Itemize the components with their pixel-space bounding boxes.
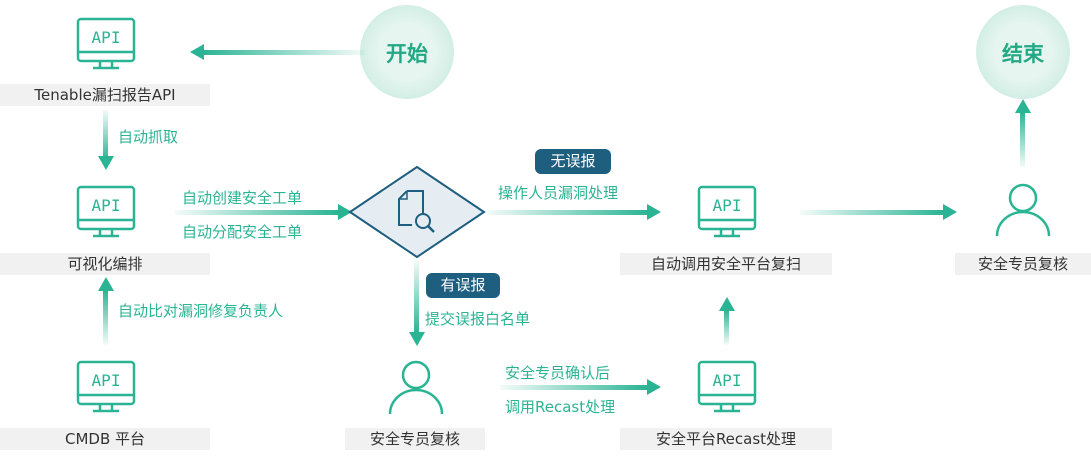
edge-match-owner: 自动比对漏洞修复负责人 (118, 302, 284, 320)
api-icon-text: API (92, 196, 121, 215)
api-monitor-icon: API (76, 185, 136, 238)
api-icon-text: API (713, 371, 742, 390)
review-decision-diamond (348, 165, 486, 259)
api-icon-text: API (713, 196, 742, 215)
start-node: 开始 (386, 42, 428, 66)
edge-create-ticket: 自动创建安全工单 (182, 189, 303, 207)
edge-operator-fix: 操作人员漏洞处理 (498, 184, 619, 202)
cmdb-label: CMDB 平台 (0, 428, 210, 450)
api-monitor-icon: API (697, 185, 757, 238)
person-icon (388, 183, 1051, 415)
api-monitor-icon: API (76, 17, 136, 70)
api-monitor-icon: API (76, 360, 136, 413)
edge-fetch: 自动抓取 (118, 128, 179, 146)
end-circle (976, 5, 1070, 99)
recast-label: 安全平台Recast处理 (620, 428, 832, 450)
edge-whitelist: 提交误报白名单 (425, 310, 531, 328)
api-monitor-icon: API (697, 360, 757, 413)
api-icon-text: API (92, 371, 121, 390)
edge-call-recast: 调用Recast处理 (505, 398, 616, 416)
api-monitor-icons: API API API API API (76, 17, 757, 413)
no-false-positive-badge: 无误报 (535, 149, 611, 174)
reviewer-bottom-label: 安全专员复核 (345, 428, 485, 450)
api-icon-text: API (92, 28, 121, 47)
orchestration-label: 可视化编排 (0, 253, 210, 275)
start-circle (360, 5, 454, 99)
auto-rescan-label: 自动调用安全平台复扫 (620, 253, 832, 275)
end-node: 结束 (1002, 42, 1044, 66)
tenable-label: Tenable漏扫报告API (0, 84, 210, 106)
reviewer-right-label: 安全专员复核 (955, 253, 1091, 275)
edge-confirm: 安全专员确认后 (505, 364, 611, 382)
edge-assign-ticket: 自动分配安全工单 (182, 223, 303, 241)
false-positive-badge: 有误报 (426, 273, 500, 298)
